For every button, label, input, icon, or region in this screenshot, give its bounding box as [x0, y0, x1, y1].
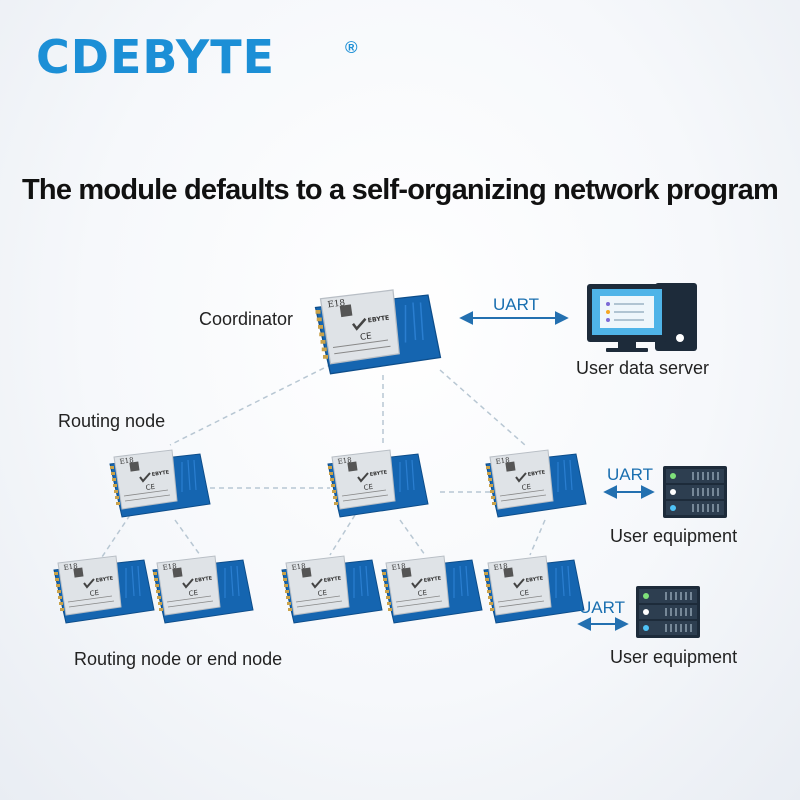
- end-module-4: [381, 555, 483, 624]
- routing-module-left: [109, 449, 211, 518]
- server-rack-icon: [635, 585, 701, 639]
- end-module-5: [483, 555, 585, 624]
- user-data-server-label: User data server: [576, 358, 710, 378]
- user-equipment-label: User equipment: [610, 526, 738, 546]
- registered-mark: ®: [345, 38, 358, 57]
- end-module-3: [281, 555, 383, 624]
- routing-node-label: Routing node: [58, 411, 166, 431]
- uart-label-equipment-1: UART: [607, 465, 653, 484]
- server-rack-icon: [662, 465, 728, 519]
- end-module-1: [53, 555, 155, 624]
- brand-logo: CDEBYTE: [36, 30, 276, 84]
- coordinator-module: [314, 288, 442, 375]
- user-equipment-label: User equipment: [610, 647, 738, 667]
- end-module-2: [152, 555, 254, 624]
- uart-label-equipment-2: UART: [579, 598, 625, 617]
- routing-module-right: [485, 449, 587, 518]
- computer-icon: [587, 283, 697, 352]
- uart-label-server: UART: [493, 295, 539, 314]
- routing-or-end-node-label: Routing node or end node: [74, 649, 283, 669]
- routing-module-center: [327, 449, 429, 518]
- headline: The module defaults to a self-organizing…: [22, 174, 779, 206]
- coordinator-label: Coordinator: [199, 309, 294, 329]
